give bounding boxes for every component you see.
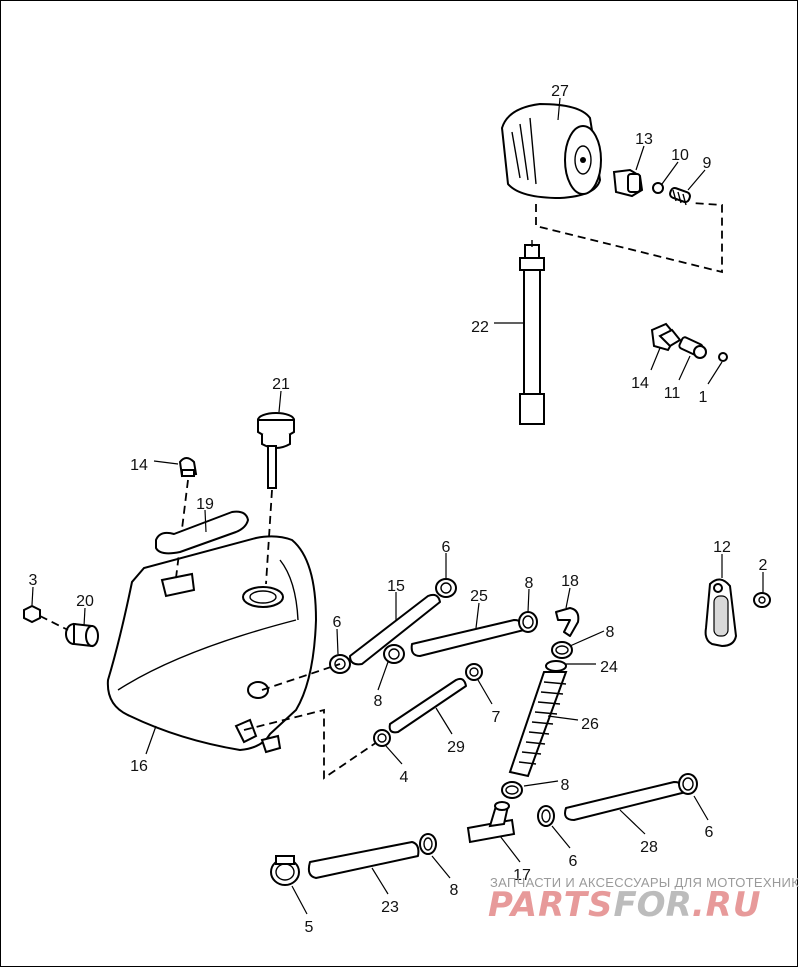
- clamp-6d: [537, 805, 555, 827]
- callout-c10: 10: [671, 147, 689, 164]
- t-fitting-17: [466, 801, 516, 844]
- callout-c23: 23: [381, 899, 399, 916]
- hose-23: [307, 841, 420, 879]
- elbow-fitting-14: [650, 322, 682, 352]
- clamp-4: [373, 729, 391, 747]
- callout-c17: 17: [513, 867, 531, 884]
- callout-c8e: 8: [450, 882, 459, 899]
- callout-c19: 19: [196, 496, 214, 513]
- watermark-brand: PARTSFOR.RU: [488, 885, 761, 925]
- nut-2: [753, 592, 771, 608]
- ring-24: [545, 660, 567, 672]
- fitting-11: [678, 336, 707, 359]
- watermark-brand-b: FOR: [613, 885, 691, 925]
- dashed-cap: [175, 479, 189, 579]
- dashed-tank-hose: [243, 663, 381, 780]
- callout-c18: 18: [561, 573, 579, 590]
- callout-c6a: 6: [442, 539, 451, 556]
- washer-1: [718, 352, 728, 362]
- watermark-brand-c: .RU: [692, 885, 762, 925]
- dashed-route-filter: [535, 202, 723, 274]
- clamp-8a: [518, 611, 538, 633]
- oil-filter: [500, 102, 602, 200]
- clamp-8c: [551, 641, 573, 659]
- callout-c8d: 8: [561, 777, 570, 794]
- callout-c28: 28: [640, 839, 658, 856]
- dashed-dipstick: [265, 489, 273, 585]
- plunger-10: [652, 182, 664, 194]
- callout-c20: 20: [76, 593, 94, 610]
- callout-c9: 9: [703, 155, 712, 172]
- spring-9: [669, 187, 691, 206]
- callout-c21: 21: [272, 376, 290, 393]
- callout-c6c: 6: [705, 824, 714, 841]
- watermark: ЗАПЧАСТИ И АКСЕССУАРЫ ДЛЯ МОТОТЕХНИКИ PA…: [488, 875, 800, 925]
- clamp-7: [465, 663, 483, 681]
- callout-c8b: 8: [606, 624, 615, 641]
- callout-c12: 12: [713, 539, 731, 556]
- callout-c6d: 6: [569, 853, 578, 870]
- callout-c1: 1: [699, 389, 708, 406]
- bracket-12: [704, 578, 738, 648]
- callout-c13: 13: [635, 131, 653, 148]
- callout-c15: 15: [387, 578, 405, 595]
- watermark-tagline: ЗАПЧАСТИ И АКСЕССУАРЫ ДЛЯ МОТОТЕХНИКИ: [490, 875, 800, 890]
- leader-lines: [31, 97, 764, 915]
- callout-c4: 4: [400, 769, 409, 786]
- corrugated-hose-26: [508, 671, 568, 778]
- clamp-8d: [501, 781, 523, 799]
- callout-c16: 16: [130, 758, 148, 775]
- hose-29: [388, 677, 467, 734]
- callout-c25: 25: [470, 588, 488, 605]
- clamp-5: [270, 855, 300, 886]
- callout-c8a: 8: [525, 575, 534, 592]
- hose-15: [349, 593, 441, 666]
- dipstick-21: [257, 412, 295, 489]
- callout-c22: 22: [471, 319, 489, 336]
- callout-c6b: 6: [333, 614, 342, 631]
- callout-c5: 5: [305, 919, 314, 936]
- rubber-mount-20: [65, 622, 99, 648]
- callout-c14b: 14: [130, 457, 148, 474]
- callout-c11: 11: [664, 385, 681, 402]
- dashed-mount: [39, 615, 69, 631]
- callout-c29: 29: [447, 739, 465, 756]
- clamp-8e: [419, 833, 437, 855]
- cap-14: [178, 457, 198, 478]
- clamp-6a: [435, 578, 457, 598]
- callout-c7: 7: [492, 709, 501, 726]
- callout-c3: 3: [29, 572, 38, 589]
- oil-tank-16: [106, 535, 318, 754]
- vent-hose-19: [155, 510, 249, 555]
- clamp-6c: [678, 773, 698, 795]
- callout-c27: 27: [551, 83, 569, 100]
- callout-c24: 24: [600, 659, 618, 676]
- callout-c8c: 8: [374, 693, 383, 710]
- callout-c26: 26: [581, 716, 599, 733]
- hose-28: [564, 781, 687, 821]
- oil-line-22: [519, 240, 545, 425]
- fitting-13: [612, 168, 644, 198]
- callout-c2: 2: [759, 557, 768, 574]
- watermark-brand-a: PARTS: [488, 885, 613, 925]
- clamp-8b: [383, 644, 405, 664]
- callout-c14a: 14: [631, 375, 649, 392]
- fitting-18: [555, 607, 580, 637]
- hose-25: [410, 619, 525, 657]
- nut-3: [23, 604, 41, 624]
